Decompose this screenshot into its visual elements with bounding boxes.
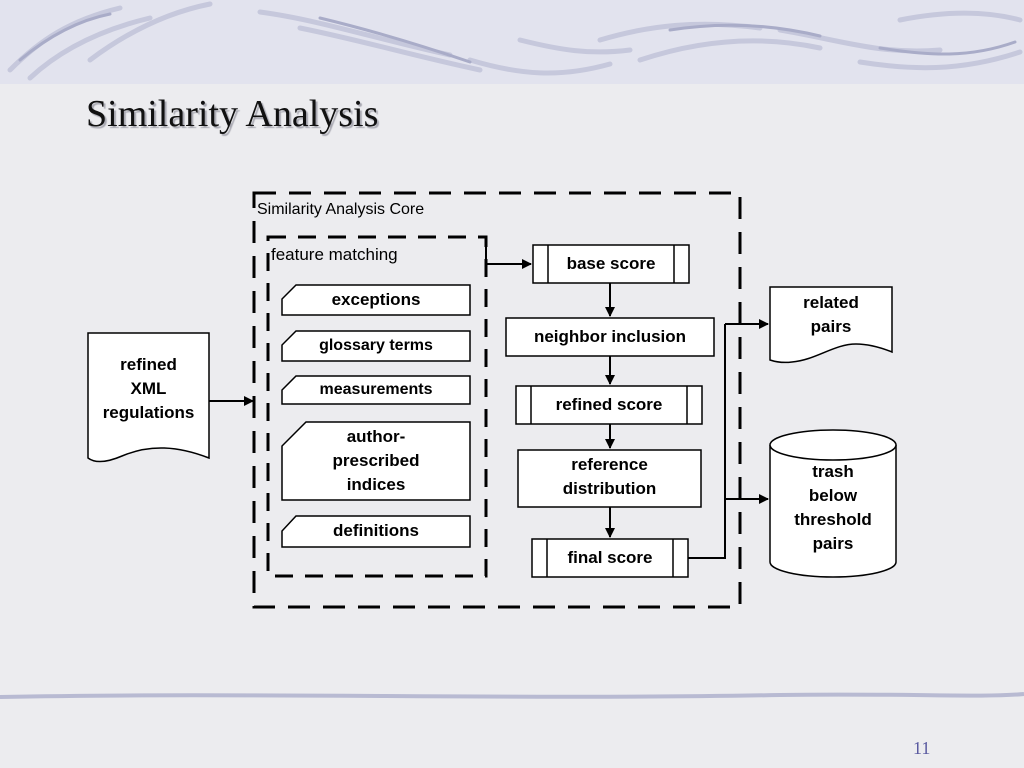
feature-matching-label: feature matching [271, 245, 398, 264]
core-label: Similarity Analysis Core [257, 201, 425, 218]
refined-score-box [515, 385, 703, 425]
neighbor-inclusion-box [505, 317, 715, 357]
decorative-banner [0, 0, 1024, 84]
related-pairs-document-shape [769, 286, 893, 364]
output-related-pairs: related pairs [803, 293, 859, 336]
step-reference-distribution: reference distribution [562, 455, 657, 498]
step-refined-score: refined score [555, 395, 663, 414]
connector-final-to-split [688, 324, 726, 559]
feature-matching-dashed-box [266, 235, 488, 578]
core-dashed-box [252, 191, 742, 609]
feature-shape-author [281, 421, 471, 501]
input-label: refined XML regulations [102, 355, 195, 422]
feature-shape-exceptions [281, 284, 471, 316]
decorative-swirl-graphic [7, 1, 1023, 81]
feature-shape-measurements [281, 375, 471, 405]
step-neighbor-inclusion: neighbor inclusion [533, 327, 687, 346]
feature-author-prescribed-indices: author- prescribed indices [332, 427, 420, 494]
step-base-score: base score [566, 254, 656, 273]
input-document-shape [87, 332, 210, 463]
bottom-decorative-line [0, 692, 1024, 699]
page-number: 11 [913, 738, 931, 758]
trash-cylinder-shape [769, 429, 897, 578]
step-final-score: final score [567, 548, 653, 567]
output-trash-below-threshold: trash below threshold pairs [794, 462, 872, 553]
feature-shape-definitions [281, 515, 471, 548]
feature-glossary-terms: glossary terms [319, 337, 433, 354]
feature-measurements: measurements [319, 381, 433, 398]
slide-title: Similarity Analysis [86, 93, 379, 135]
final-score-box [531, 538, 689, 578]
feature-definitions: definitions [333, 521, 419, 540]
feature-shape-glossary [281, 330, 471, 362]
feature-exceptions: exceptions [331, 290, 421, 309]
base-score-box [532, 244, 690, 284]
arrow-features-to-base [485, 244, 532, 269]
